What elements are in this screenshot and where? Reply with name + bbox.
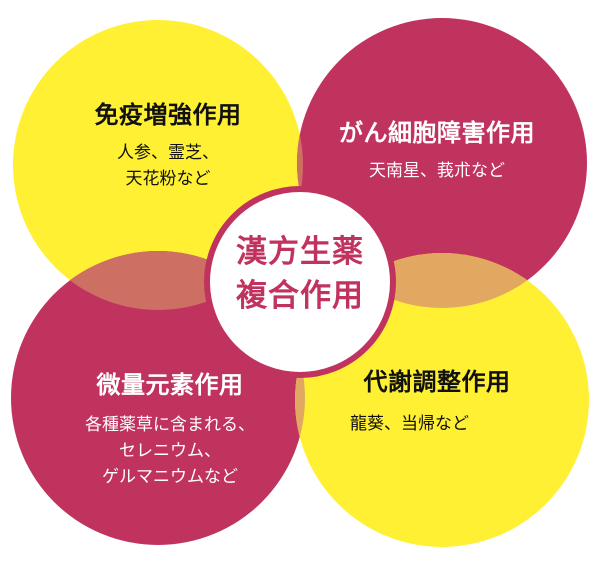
center-circle [204,186,396,378]
immune-line-2: 天花粉など [125,169,211,189]
trace-elements-line-2: セレニウム、 [119,441,221,461]
center-label: 漢方生薬 複合作用 [204,230,396,318]
metabolism-line-1: 龍葵、当帰など [350,414,469,434]
label-trace-elements: 微量元素作用 各種薬草に含まれる、 セレニウム、 ゲルマニウムなど [40,370,300,490]
anticancer-line-1: 天南星、莪朮など [369,161,505,181]
center-label-line2: 複合作用 [236,278,364,314]
anticancer-title: がん細胞障害作用 [339,119,535,147]
label-metabolism: 代謝調整作用 龍葵、当帰など [322,367,552,437]
label-immune: 免疫増強作用 人参、霊芝、 天花粉など [58,100,278,192]
trace-elements-line-1: 各種薬草に含まれる、 [85,415,255,435]
immune-title: 免疫増強作用 [94,101,242,129]
metabolism-title: 代謝調整作用 [363,368,511,396]
trace-elements-title: 微量元素作用 [96,371,244,399]
immune-line-1: 人参、霊芝、 [117,143,219,163]
center-label-line1: 漢方生薬 [236,234,364,270]
trace-elements-line-3: ゲルマニウムなど [102,467,238,487]
label-anticancer: がん細胞障害作用 天南星、莪朮など [302,118,572,184]
